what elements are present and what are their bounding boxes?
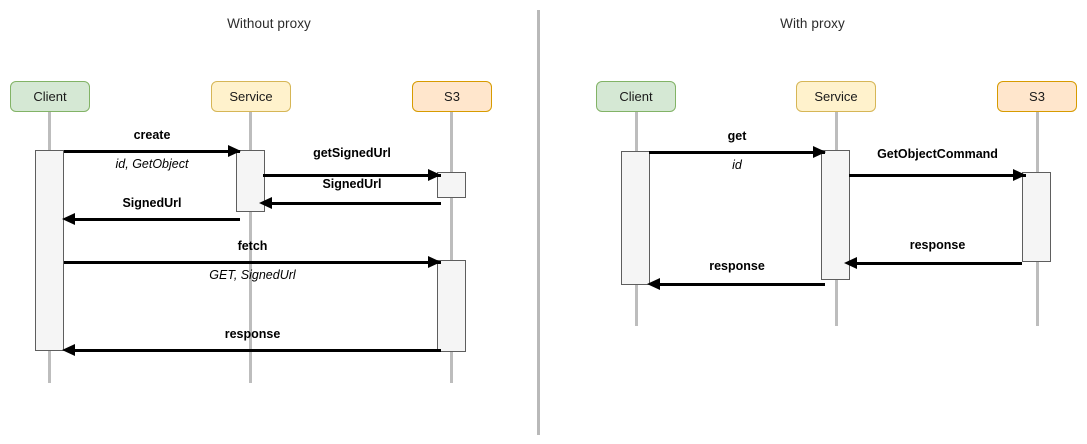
message-label-getsignedurl: getSignedUrl [313, 146, 391, 160]
participant-service-label: Service [229, 89, 273, 104]
panel-title-with-proxy: With proxy [780, 16, 845, 31]
arrowhead-getobjectcommand-icon [1013, 169, 1026, 181]
message-label-response-client: response [709, 259, 765, 273]
message-label-get: get [727, 129, 747, 143]
message-line-getsignedurl[interactable] [263, 174, 441, 177]
panel-title-without-proxy: Without proxy [227, 16, 311, 31]
activation-client [621, 151, 650, 285]
arrowhead-response-client-icon [647, 278, 660, 290]
participant-s3-label: S3 [1029, 89, 1045, 104]
activation-s3 [1022, 172, 1051, 262]
participant-s3[interactable]: S3 [412, 81, 492, 112]
message-sublabel-fetch: GET, SignedUrl [209, 268, 296, 282]
message-label-create: create [133, 128, 171, 142]
message-line-getobjectcommand[interactable] [849, 174, 1026, 177]
panel-without-proxy: Without proxy Client Service S3 create i… [0, 0, 538, 444]
message-label-response-s3: response [909, 238, 966, 252]
lifeline-s3 [450, 111, 453, 383]
activation-s3-second [437, 260, 466, 352]
message-line-response-client[interactable] [660, 283, 825, 286]
arrowhead-signedurl-s3-icon [259, 197, 272, 209]
message-line-signedurl-s3[interactable] [272, 202, 441, 205]
arrowhead-fetch-icon [428, 256, 441, 268]
message-line-fetch[interactable] [64, 261, 441, 264]
lifeline-service [249, 111, 252, 383]
arrowhead-get-icon [813, 146, 826, 158]
message-line-response-s3[interactable] [857, 262, 1022, 265]
arrowhead-create-icon [228, 145, 241, 157]
activation-s3-first [437, 172, 466, 198]
arrowhead-response-s3-icon [844, 257, 857, 269]
activation-client [35, 150, 64, 351]
participant-service[interactable]: Service [211, 81, 291, 112]
participant-client[interactable]: Client [596, 81, 676, 112]
participant-client-label: Client [619, 89, 653, 104]
panel-with-proxy: With proxy Client Service S3 get id GetO… [538, 0, 1087, 444]
message-line-get[interactable] [649, 151, 825, 154]
message-line-response[interactable] [75, 349, 441, 352]
participant-s3[interactable]: S3 [997, 81, 1077, 112]
message-label-signedurl-client: SignedUrl [122, 196, 182, 210]
message-label-fetch: fetch [237, 239, 268, 253]
participant-s3-label: S3 [444, 89, 460, 104]
message-line-create[interactable] [64, 150, 240, 153]
message-label-signedurl-s3: SignedUrl [322, 177, 382, 191]
message-label-response: response [224, 327, 281, 341]
participant-service-label: Service [814, 89, 858, 104]
arrowhead-response-icon [62, 344, 75, 356]
participant-client[interactable]: Client [10, 81, 90, 112]
arrowhead-getsignedurl-icon [428, 169, 441, 181]
participant-service[interactable]: Service [796, 81, 876, 112]
message-sublabel-get: id [732, 158, 742, 172]
message-sublabel-create: id, GetObject [115, 157, 189, 171]
arrowhead-signedurl-client-icon [62, 213, 75, 225]
panel-divider [537, 10, 540, 435]
message-label-getobjectcommand: GetObjectCommand [877, 147, 998, 161]
message-line-signedurl-client[interactable] [75, 218, 240, 221]
participant-client-label: Client [33, 89, 67, 104]
